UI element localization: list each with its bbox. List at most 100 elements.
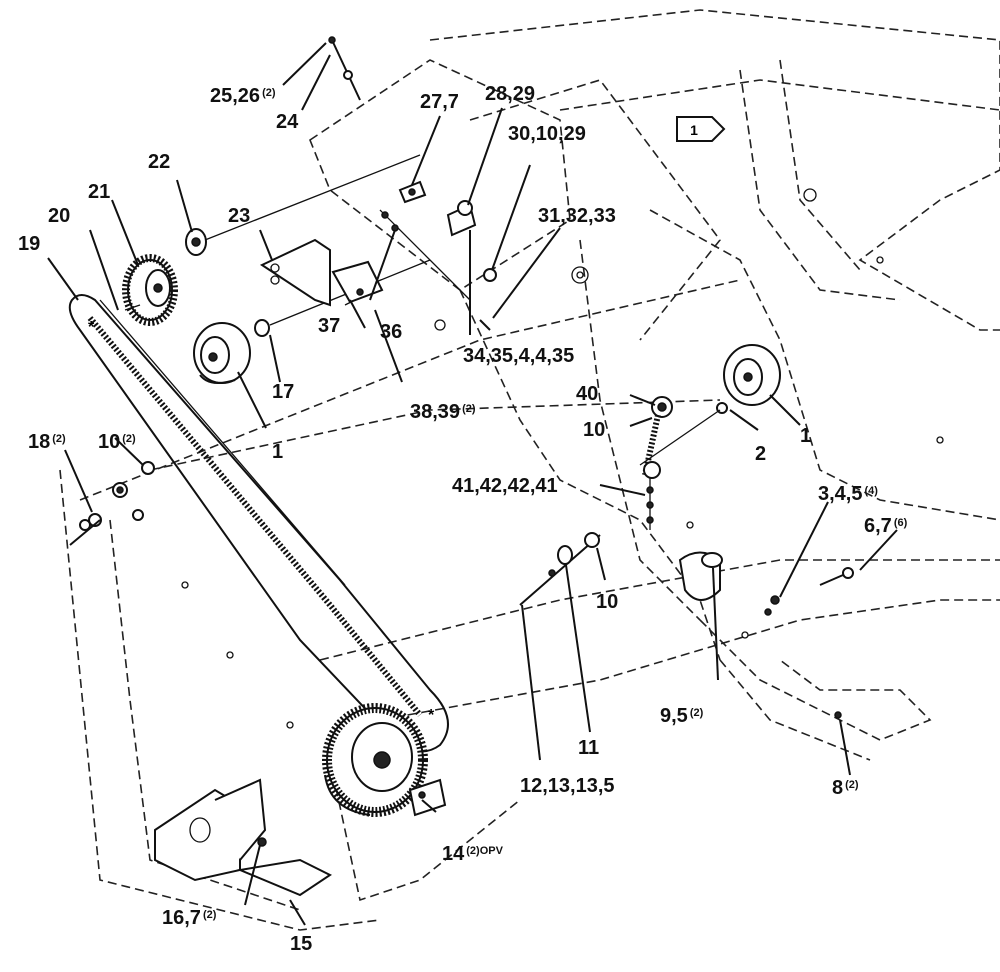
mount-bracket-14 xyxy=(408,778,447,817)
callout-19: 19 xyxy=(18,233,40,255)
callout-number: 11 xyxy=(578,737,599,759)
callout-11: 11 xyxy=(578,737,599,759)
callout-1b: 1 xyxy=(800,425,811,447)
svg-text:*: * xyxy=(88,319,95,336)
upper-pulley-assembly xyxy=(122,154,421,326)
callout-2: 2 xyxy=(755,443,766,465)
right-hardware xyxy=(764,567,854,719)
callout-number: 1 xyxy=(800,425,811,447)
callout-16-7: 16,7(2) xyxy=(162,907,217,929)
callout-number: 20 xyxy=(48,205,70,227)
callout-number: 8 xyxy=(832,777,843,799)
callout-21: 21 xyxy=(88,181,110,203)
callout-9-5: 9,5(2) xyxy=(660,705,704,727)
drive-belt: * * xyxy=(68,294,449,753)
lower-drive-pulley xyxy=(322,703,428,817)
frame-holes xyxy=(181,188,944,729)
callout-38-39: 38,39(2) xyxy=(410,401,476,423)
callout-number: 17 xyxy=(272,381,294,403)
callout-number: 12,13,13,5 xyxy=(520,775,615,797)
tension-rod xyxy=(519,532,601,606)
idler-pulley-right xyxy=(639,344,781,466)
callout-number: 38,39 xyxy=(410,401,460,423)
callout-41-42: 41,42,42,41 xyxy=(452,475,558,497)
callout-18: 18(2) xyxy=(28,431,66,453)
callout-quantity: (2) xyxy=(203,909,217,921)
callout-number: 18 xyxy=(28,431,50,453)
callout-12-13: 12,13,13,5 xyxy=(520,775,615,797)
callout-number: 37 xyxy=(318,315,340,337)
bracket-23 xyxy=(259,238,331,307)
callout-number: 16,7 xyxy=(162,907,201,929)
callout-23: 23 xyxy=(228,205,250,227)
callout-number: 25,26 xyxy=(210,85,260,107)
note-flag xyxy=(676,116,726,142)
callout-number: 24 xyxy=(276,111,299,133)
callout-quantity: (6) xyxy=(894,517,908,529)
callout-number: 22 xyxy=(148,151,170,173)
callout-1a: 1 xyxy=(272,441,283,463)
callout-number: 10 xyxy=(596,591,618,613)
callout-6-7: 6,7(6) xyxy=(864,515,908,537)
callout-quantity: (2) xyxy=(122,433,136,445)
callout-number: 27,7 xyxy=(420,91,459,113)
callout-number: 41,42,42,41 xyxy=(452,475,558,497)
callout-3-4-5: 3,4,5(4) xyxy=(818,483,878,505)
leader-lines xyxy=(47,42,898,926)
callout-10a: 10(2) xyxy=(98,431,136,453)
spring-tensioner xyxy=(642,396,673,530)
callout-40: 40 xyxy=(576,383,598,405)
left-hardware xyxy=(69,461,155,546)
callout-number: 1 xyxy=(272,441,283,463)
callout-number: 3,4,5 xyxy=(818,483,862,505)
callout-number: 31,32,33 xyxy=(538,205,616,227)
callout-10b: 10 xyxy=(583,419,605,441)
callout-14: 14(2)OPV xyxy=(442,843,504,865)
callout-number: 40 xyxy=(576,383,598,405)
callout-quantity: (2) xyxy=(52,433,66,445)
callout-number: 34,35,4,4,35 xyxy=(463,345,574,367)
callout-34-35: 34,35,4,4,35 xyxy=(463,345,574,367)
callout-36: 36 xyxy=(380,321,402,343)
upper-hardware xyxy=(379,180,497,331)
callout-25-26: 25,26(2) xyxy=(210,85,276,107)
callout-number: 2 xyxy=(755,443,766,465)
note-flag-text: 1 xyxy=(690,122,698,138)
callout-quantity: (2) xyxy=(690,707,704,719)
callout-number: 36 xyxy=(380,321,402,343)
callout-quantity: (2)OPV xyxy=(466,845,503,857)
callout-24: 24 xyxy=(276,111,299,133)
callout-number: 19 xyxy=(18,233,40,255)
callout-quantity: (2) xyxy=(845,779,859,791)
callout-number: 23 xyxy=(228,205,250,227)
callout-28-29: 28,29 xyxy=(485,83,535,105)
callout-number: 14 xyxy=(442,843,465,865)
bolt-25-26 xyxy=(328,36,361,101)
guard-36 xyxy=(331,260,384,306)
callout-number: 28,29 xyxy=(485,83,535,105)
frame-outline xyxy=(59,9,1000,931)
callout-quantity: (2) xyxy=(262,87,276,99)
callout-8: 8(2) xyxy=(832,777,859,799)
callout-30-10-29: 30,10,29 xyxy=(508,123,586,145)
callout-20: 20 xyxy=(48,205,70,227)
callout-22: 22 xyxy=(148,151,170,173)
lower-bracket xyxy=(154,778,332,897)
callout-number: 10 xyxy=(98,431,120,453)
callout-31-32-33: 31,32,33 xyxy=(538,205,616,227)
callout-number: 10 xyxy=(583,419,605,441)
callout-number: 30,10,29 xyxy=(508,123,586,145)
callout-number: 21 xyxy=(88,181,110,203)
callout-quantity: (2) xyxy=(462,403,476,415)
callout-number: 9,5 xyxy=(660,705,688,727)
callout-10c: 10 xyxy=(596,591,618,613)
callout-15: 15 xyxy=(290,933,312,955)
svg-text:*: * xyxy=(428,707,435,724)
cam-9 xyxy=(678,551,723,601)
callout-17: 17 xyxy=(272,381,294,403)
callout-number: 15 xyxy=(290,933,312,955)
callout-37: 37 xyxy=(318,315,340,337)
callout-quantity: (4) xyxy=(864,485,878,497)
